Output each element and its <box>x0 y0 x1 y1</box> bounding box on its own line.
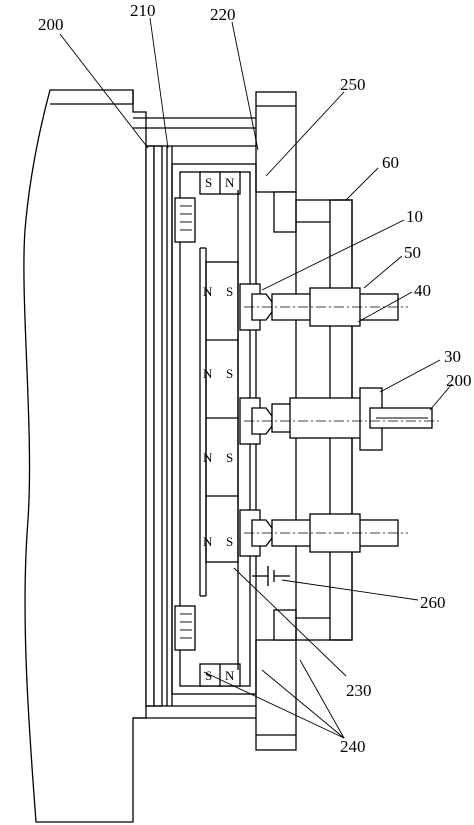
label-250: 250 <box>340 75 366 94</box>
housing-body <box>23 89 147 823</box>
label-60: 60 <box>382 153 399 172</box>
magnet-row1-s: S <box>226 284 233 299</box>
fixing-unit-3 <box>239 509 408 557</box>
magnet-bottom-s: S <box>205 668 212 683</box>
label-200b: 200 <box>446 371 472 390</box>
label-10: 10 <box>406 207 423 226</box>
magnet-row4-s: S <box>226 534 233 549</box>
battery-symbol <box>252 566 290 586</box>
label-230: 230 <box>346 681 372 700</box>
label-220: 220 <box>210 5 236 24</box>
plate-210 <box>153 145 163 707</box>
label-260: 260 <box>420 593 446 612</box>
magnet-row3-n: N <box>203 450 213 465</box>
comb-top <box>174 197 196 243</box>
flange-top <box>255 91 297 193</box>
label-200: 200 <box>38 15 64 34</box>
magnet-bottom-n: N <box>225 668 235 683</box>
comb-bottom <box>174 605 196 651</box>
fixing-unit-2 <box>239 387 440 451</box>
base-plate-200 <box>145 145 155 707</box>
magnet-row1-n: N <box>203 284 213 299</box>
label-40: 40 <box>414 281 431 300</box>
magnet-top-n: N <box>225 175 235 190</box>
label-210: 210 <box>130 1 156 20</box>
magnet-row2-n: N <box>203 366 213 381</box>
magnet-row3-s: S <box>226 450 233 465</box>
label-50: 50 <box>404 243 421 262</box>
flange-bottom <box>255 639 297 751</box>
label-240: 240 <box>340 737 366 756</box>
fixing-unit-1 <box>239 283 408 331</box>
magnet-row4-n: N <box>203 534 213 549</box>
magnet-row2-s: S <box>226 366 233 381</box>
label-30: 30 <box>444 347 461 366</box>
magnet-top-s: S <box>205 175 212 190</box>
